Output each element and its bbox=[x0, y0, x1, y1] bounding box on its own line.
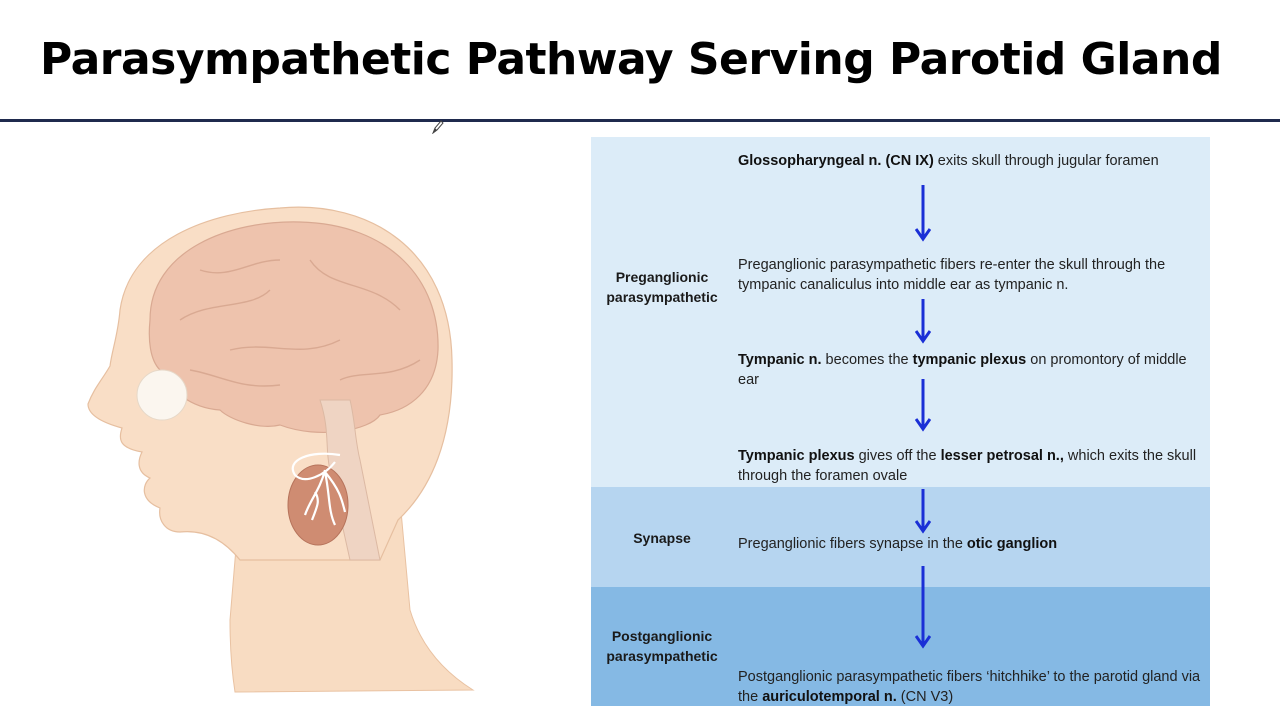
stage-label-synapse: Synapse bbox=[633, 530, 691, 546]
slide-title: Parasympathetic Pathway Serving Parotid … bbox=[40, 34, 1222, 85]
arrow-down-icon bbox=[915, 185, 931, 242]
step-glossopharyngeal: Glossopharyngeal n. (CN IX) exits skull … bbox=[738, 153, 1159, 169]
step-lesser-petrosal: Tympanic plexus gives off the lesser pet… bbox=[738, 448, 1197, 484]
arrow-down-icon bbox=[915, 489, 931, 534]
step-otic-ganglion: Preganglionic fibers synapse in the otic… bbox=[738, 536, 1058, 552]
step-auriculotemporal: Postganglionic parasympathetic fibers ‘h… bbox=[738, 669, 1201, 705]
brainstem bbox=[319, 399, 381, 561]
pencil-cursor-icon bbox=[432, 120, 444, 134]
stage-label-preganglionic: Preganglionic parasympathetic bbox=[606, 269, 718, 305]
brain bbox=[148, 221, 439, 434]
step-tympanic-nerve: Preganglionic parasympathetic fibers re-… bbox=[738, 257, 1166, 293]
arrow-down-icon bbox=[915, 299, 931, 344]
step-tympanic-plexus: Tympanic n. becomes the tympanic plexus … bbox=[738, 352, 1187, 388]
band-synapse bbox=[591, 487, 1210, 587]
arrow-down-icon bbox=[915, 379, 931, 432]
band-preganglionic bbox=[591, 137, 1210, 487]
pathway-flowchart: Preganglionic parasympathetic Synapse Po… bbox=[591, 137, 1210, 706]
head-illustration bbox=[87, 206, 475, 693]
ear bbox=[136, 369, 188, 421]
arrow-down-icon bbox=[915, 566, 931, 649]
nerve-fibers bbox=[291, 452, 347, 526]
title-divider bbox=[0, 119, 1280, 122]
stage-label-postganglionic: Postganglionic parasympathetic bbox=[606, 628, 718, 664]
band-postganglionic bbox=[591, 587, 1210, 706]
